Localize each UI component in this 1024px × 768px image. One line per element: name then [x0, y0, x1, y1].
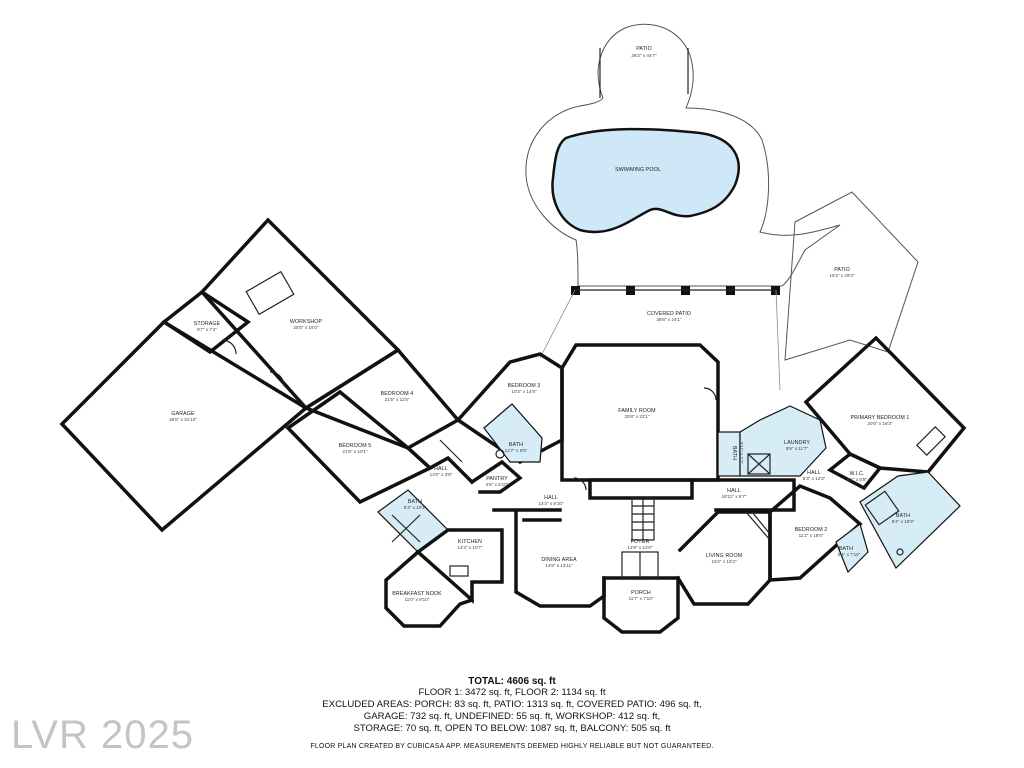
room-labels: PATIO 38'2" x 44'7" SWIMMING POOL PATIO … — [169, 46, 915, 602]
label-bedroom4: BEDROOM 4 — [381, 391, 414, 397]
label-hall-c: HALL — [727, 488, 741, 494]
dim-family-room: 25'8" x 22'1" — [624, 414, 650, 419]
bath-b3 — [483, 403, 543, 463]
east-wing — [692, 335, 967, 582]
dim-foyer: 12'8" x 12'0" — [627, 545, 653, 550]
label-bedroom2: BEDROOM 2 — [795, 527, 828, 533]
dim-bath-b2: 6'4" x 7'10" — [838, 552, 861, 557]
label-swimming-pool: SWIMMING POOL — [615, 167, 661, 173]
label-pantry: PANTRY — [486, 476, 508, 482]
label-hall-a: HALL — [434, 466, 448, 472]
label-bath-small: BATH — [731, 446, 737, 460]
dim-bath-b3: 12'7" x 6'5" — [505, 448, 528, 453]
dim-pantry: 4'6" x 5'10" — [486, 482, 509, 487]
label-living: LIVING ROOM — [706, 553, 742, 559]
label-garage: GARAGE — [171, 411, 195, 417]
dim-dining: 14'8" x 13'11" — [545, 563, 573, 568]
label-hall-b: HALL — [544, 495, 558, 501]
swimming-pool — [551, 127, 740, 234]
label-kitchen: KITCHEN — [458, 539, 482, 545]
excluded-areas-3: STORAGE: 70 sq. ft, OPEN TO BELOW: 1087 … — [353, 723, 671, 734]
garage-walls — [59, 319, 309, 533]
dim-storage: 9'7" x 7'4" — [197, 327, 217, 332]
wic-walls — [826, 451, 883, 491]
label-wic: W.I.C. — [849, 471, 864, 477]
dim-hall-a: 13'0" x 3'8" — [430, 472, 453, 477]
label-bath-b5: BATH — [408, 499, 422, 505]
floor-areas: FLOOR 1: 3472 sq. ft, FLOOR 2: 1134 sq. … — [418, 687, 606, 698]
label-bedroom5: BEDROOM 5 — [339, 443, 372, 449]
workshop-walls — [199, 217, 401, 411]
label-bedroom3: BEDROOM 3 — [508, 383, 541, 389]
dim-primary-bedroom: 20'6" x 18'3" — [867, 421, 893, 426]
label-storage: STORAGE — [194, 321, 221, 327]
watermark: LVR 2025 — [11, 713, 194, 757]
dim-patio-top: 38'2" x 44'7" — [631, 53, 657, 58]
total-area: TOTAL: 4606 sq. ft — [468, 676, 556, 687]
label-patio-right: PATIO — [834, 267, 850, 273]
bath-primary — [859, 471, 961, 569]
outdoor-area — [525, 23, 919, 361]
patio-outline — [525, 23, 841, 287]
bedroom-wing — [285, 347, 504, 628]
label-foyer: FOYER — [631, 539, 650, 545]
dim-living: 15'2" x 15'3" — [711, 559, 737, 564]
stair-landing — [588, 478, 694, 500]
dim-bath-small: 5'11" x 7'1" — [739, 442, 744, 465]
label-workshop: WORKSHOP — [290, 319, 323, 325]
breakfast-nook-walls — [384, 549, 475, 628]
dim-hall-c: 18'11" x 5'7" — [722, 494, 747, 499]
label-primary-bedroom: PRIMARY BEDROOM 1 — [851, 415, 910, 421]
label-dining: DINING AREA — [541, 557, 577, 563]
dim-breakfast-nook: 11'0" x 8'10" — [405, 597, 430, 602]
dim-bedroom5: 21'6" x 10'1" — [342, 449, 368, 454]
dim-hall-b: 14'3" x 8'10" — [538, 501, 564, 506]
excluded-areas-1: EXCLUDED AREAS: PORCH: 83 sq. ft, PATIO:… — [322, 699, 702, 710]
label-porch: PORCH — [631, 590, 651, 596]
pantry-walls — [469, 459, 523, 494]
dim-garage: 26'5" x 31'10" — [169, 417, 197, 422]
dim-bath-b5: 8'3" x 10'1" — [404, 505, 427, 510]
dim-bedroom3: 10'2" x 14'8" — [511, 389, 537, 394]
dim-covered-patio: 38'6" x 24'1" — [656, 317, 682, 322]
family-room-area — [560, 343, 720, 541]
label-breakfast-nook: BREAKFAST NOOK — [392, 591, 442, 597]
dim-patio-right: 15'2" x 29'3" — [829, 273, 855, 278]
dim-bedroom2: 11'2" x 18'0" — [799, 533, 824, 538]
dim-bath-primary: 8'4" x 18'3" — [892, 519, 915, 524]
west-wing — [59, 217, 401, 533]
covered-patio-posts — [539, 286, 781, 391]
label-laundry: LAUNDRY — [784, 440, 810, 446]
floor-plan: PATIO 38'2" x 44'7" SWIMMING POOL PATIO … — [59, 23, 967, 634]
label-bath-primary: BATH — [896, 513, 910, 519]
excluded-areas-2: GARAGE: 732 sq. ft, UNDEFINED: 55 sq. ft… — [363, 711, 661, 722]
porch-walls — [602, 576, 680, 634]
storage-walls — [161, 289, 251, 355]
dim-bedroom4: 21'5" x 11'5" — [385, 397, 410, 402]
label-covered-patio: COVERED PATIO — [647, 311, 691, 317]
dim-wic: 8'2" x 5'8" — [847, 477, 867, 482]
laundry — [739, 405, 827, 477]
label-hall-d: HALL — [807, 470, 821, 476]
dim-laundry: 9'8" x 11'7" — [786, 446, 809, 451]
primary-bedroom-walls — [803, 335, 967, 474]
dim-hall-d: 5'3" x 12'3" — [803, 476, 826, 481]
dim-porch: 11'7" x 7'10" — [629, 596, 654, 601]
disclaimer: FLOOR PLAN CREATED BY CUBICASA APP. MEAS… — [310, 743, 714, 750]
family-room-walls — [560, 343, 720, 482]
hall-c-walls — [692, 478, 796, 512]
label-bath-b2: BATH — [839, 546, 853, 552]
label-family-room: FAMILY ROOM — [618, 408, 655, 414]
label-patio-top: PATIO — [636, 46, 652, 52]
bath-b2 — [835, 522, 869, 574]
hall-a-walls — [405, 445, 475, 485]
label-bath-b3: BATH — [509, 442, 523, 448]
dim-workshop: 25'5" x 16'0" — [293, 325, 319, 330]
dim-kitchen: 14'3" x 10'7" — [457, 545, 483, 550]
